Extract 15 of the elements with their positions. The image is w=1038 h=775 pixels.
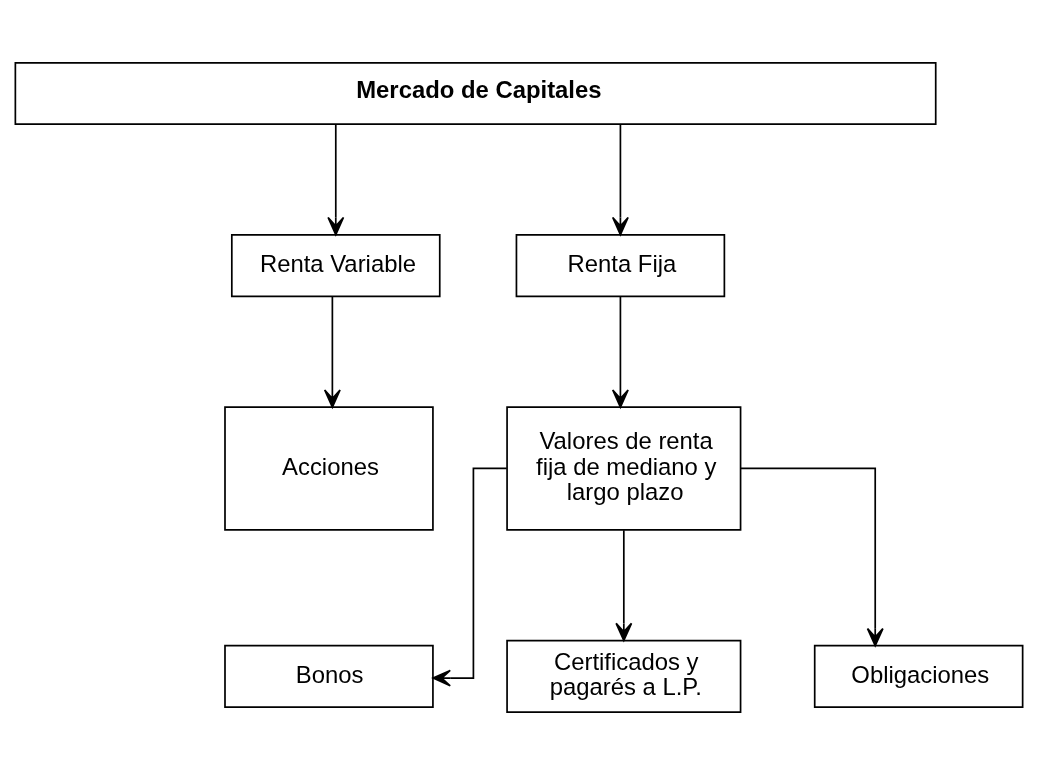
node-box: Renta Fija (515, 234, 726, 298)
node-box: Renta Variable (230, 234, 441, 298)
arrow (323, 295, 341, 408)
arrow (432, 467, 508, 687)
arrow (739, 467, 884, 647)
node-box: Acciones (224, 406, 434, 531)
node-box: Certificados y pagarés a L.P. (506, 639, 742, 714)
arrow (615, 529, 633, 642)
node-box: Obligaciones (813, 644, 1024, 708)
node-box: Bonos (224, 644, 434, 708)
node-box: Valores de renta fija de mediano y largo plazo (506, 406, 742, 531)
arrow (327, 123, 345, 236)
node-box: Mercado de Capitales (14, 61, 937, 125)
arrow (611, 295, 629, 408)
arrow (611, 123, 629, 236)
